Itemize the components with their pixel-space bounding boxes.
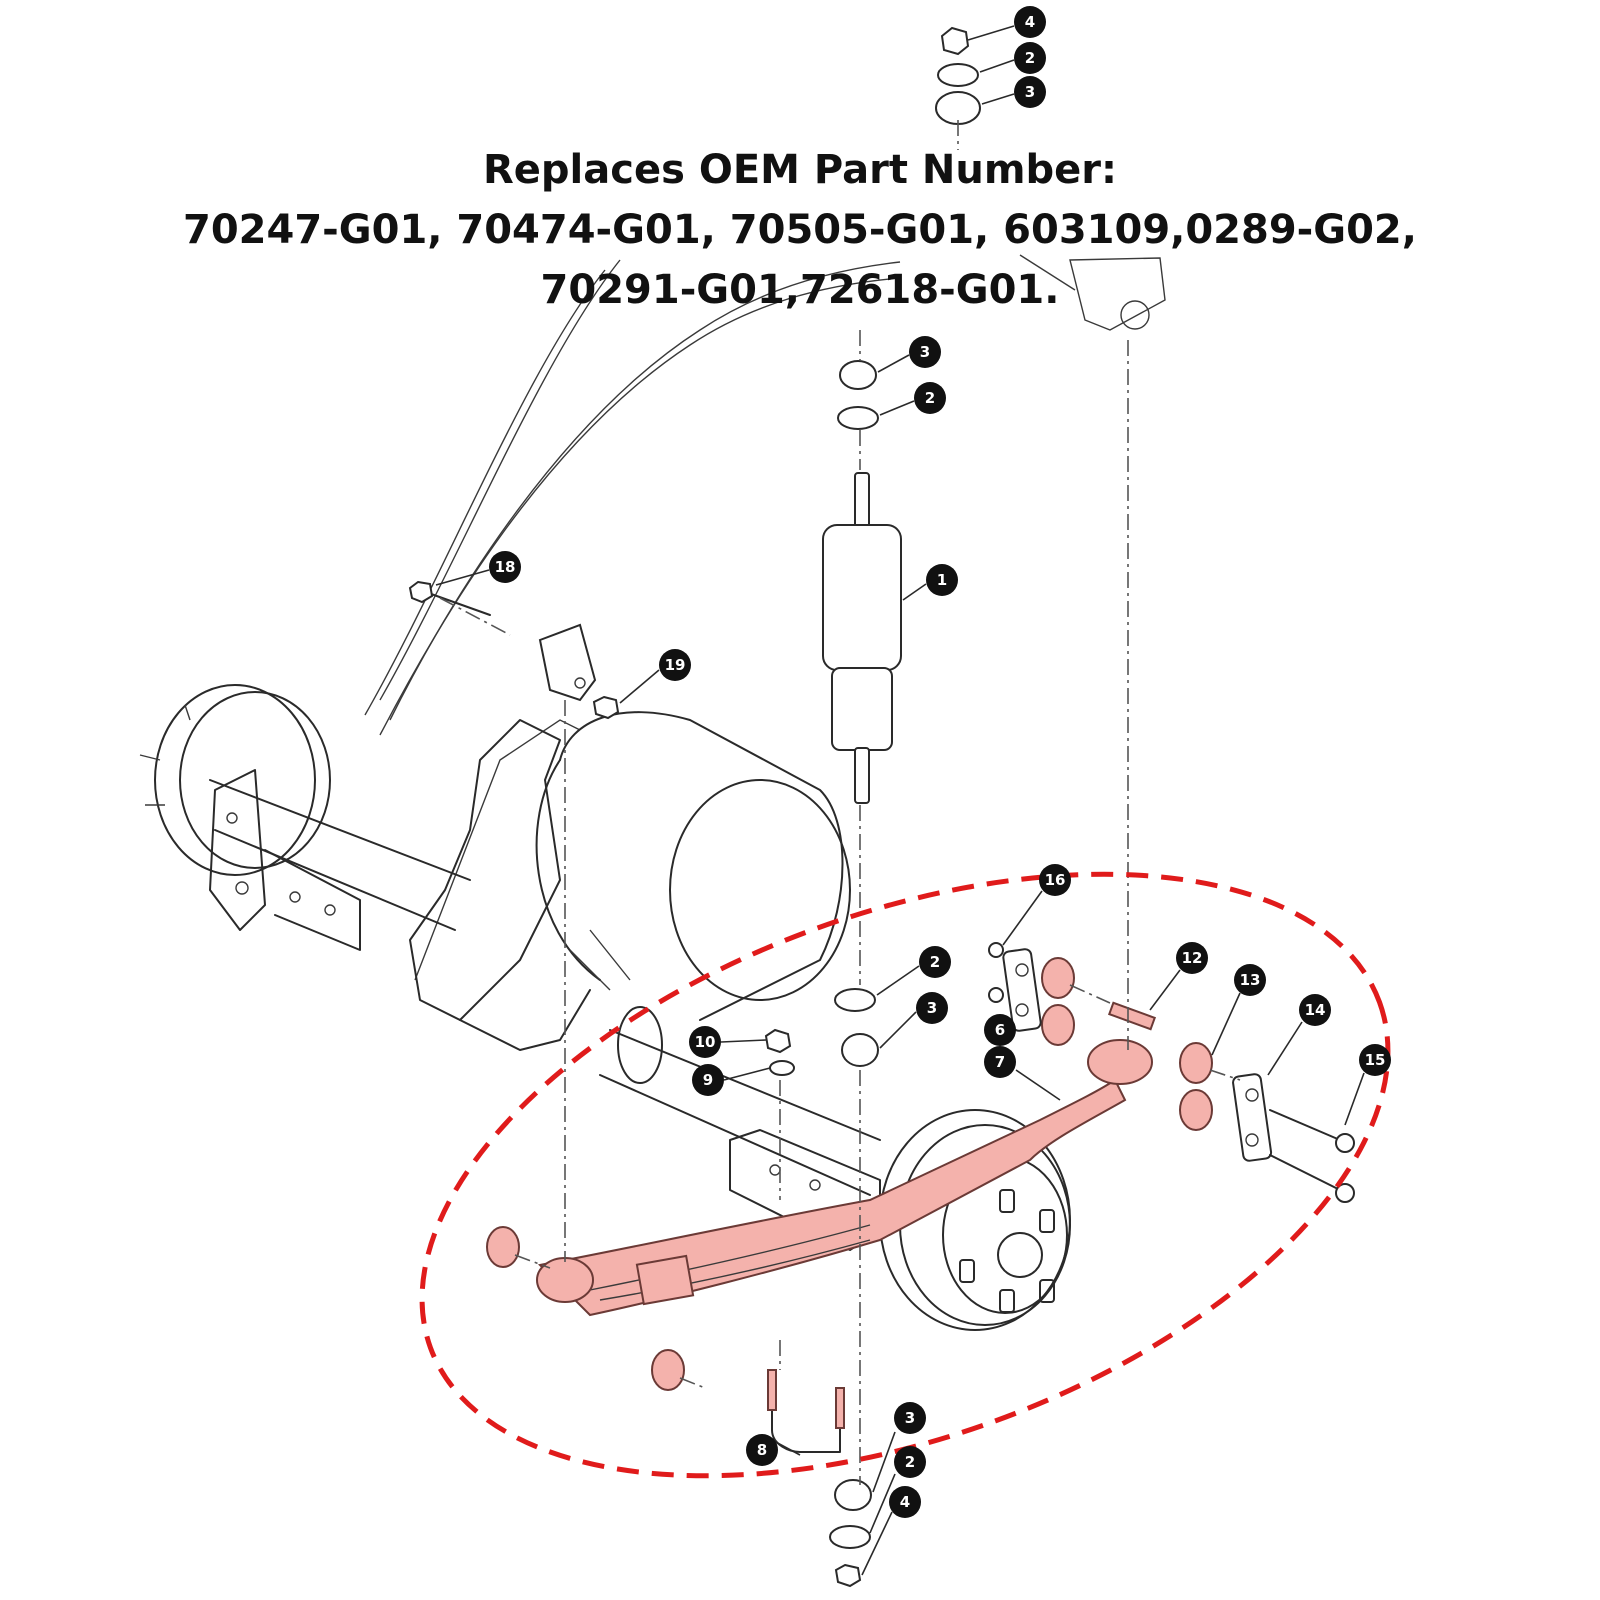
callout-10: 10 (689, 1026, 721, 1058)
callout-number: 4 (900, 1493, 910, 1511)
callout-3: 3 (916, 992, 948, 1024)
callout-number: 13 (1240, 971, 1261, 989)
callout-circle (746, 1434, 778, 1466)
callout-number: 3 (927, 999, 937, 1017)
callout-number: 6 (995, 1021, 1005, 1039)
callout-circle (889, 1486, 921, 1518)
spring-bushings (486, 957, 1213, 1391)
callout-circle (1176, 942, 1208, 974)
callout-number: 3 (1025, 83, 1035, 101)
callout-leaders (435, 25, 1365, 1576)
u-bolt (767, 1369, 845, 1453)
frame-bracket (408, 580, 620, 720)
left-brake-drum (139, 684, 361, 951)
part-numbers-line-2: 70291-G01,72618-G01. (540, 267, 1060, 313)
callout-3: 3 (894, 1402, 926, 1434)
callout-circle (1359, 1044, 1391, 1076)
callout-14: 14 (1299, 994, 1331, 1026)
callout-number: 9 (703, 1071, 713, 1089)
callout-circle (1234, 964, 1266, 996)
callout-number: 14 (1305, 1001, 1326, 1019)
callout-number: 10 (695, 1033, 716, 1051)
callout-number: 19 (665, 656, 686, 674)
differential-housing (409, 719, 631, 1051)
callout-15: 15 (1359, 1044, 1391, 1076)
shock-absorber (822, 472, 902, 804)
callout-number: 7 (995, 1053, 1005, 1071)
callout-13: 13 (1234, 964, 1266, 996)
part-callouts: 4 2 3 3 2 1 18 19 16 2 12 13 14 3 6 10 7 15 9 3 8 2 4 (489, 6, 1391, 1518)
shackle-hardware (988, 942, 1355, 1203)
callout-number: 16 (1045, 871, 1066, 889)
callout-6: 6 (984, 1014, 1016, 1046)
axle-tube (209, 779, 881, 1196)
callout-2: 2 (1014, 42, 1046, 74)
highlight-ellipse (419, 871, 1391, 1479)
callout-number: 2 (925, 389, 935, 407)
callout-4: 4 (889, 1486, 921, 1518)
callout-1: 1 (926, 564, 958, 596)
top-mount-hardware (837, 26, 981, 430)
callout-circle (916, 992, 948, 1024)
callout-2: 2 (914, 382, 946, 414)
callout-circle (894, 1446, 926, 1478)
oem-part-header: Replaces OEM Part Number: 70247-G01, 704… (0, 140, 1600, 320)
callout-number: 1 (937, 571, 947, 589)
callout-circle (909, 336, 941, 368)
callout-circle (1299, 994, 1331, 1026)
callout-circle (689, 1026, 721, 1058)
callout-circle (984, 1014, 1016, 1046)
callout-number: 8 (757, 1441, 767, 1459)
callout-19: 19 (659, 649, 691, 681)
header-title: Replaces OEM Part Number: (482, 147, 1118, 193)
callout-number: 2 (905, 1453, 915, 1471)
callout-circle (984, 1046, 1016, 1078)
callout-2: 2 (919, 946, 951, 978)
callout-number: 2 (1025, 49, 1035, 67)
callout-number: 18 (495, 558, 516, 576)
callout-number: 15 (1365, 1051, 1386, 1069)
callout-circle (919, 946, 951, 978)
callout-number: 3 (905, 1409, 915, 1427)
callout-4: 4 (1014, 6, 1046, 38)
alignment-lines (439, 120, 1241, 1485)
callout-circle (1014, 76, 1046, 108)
part-numbers-line-1: 70247-G01, 70474-G01, 70505-G01, 603109,… (183, 207, 1417, 253)
callout-circle (692, 1064, 724, 1096)
callout-circle (489, 551, 521, 583)
callout-circle (926, 564, 958, 596)
callout-number: 4 (1025, 13, 1035, 31)
callout-circle (1014, 42, 1046, 74)
callout-12: 12 (1176, 942, 1208, 974)
callout-18: 18 (489, 551, 521, 583)
motor (535, 711, 851, 1021)
callout-number: 12 (1182, 949, 1203, 967)
callout-circle (1039, 864, 1071, 896)
callout-number: 3 (920, 343, 930, 361)
callout-3: 3 (1014, 76, 1046, 108)
shackle-plates (1002, 948, 1273, 1162)
callout-3: 3 (909, 336, 941, 368)
callout-16: 16 (1039, 864, 1071, 896)
callout-number: 2 (930, 953, 940, 971)
lower-mount-hardware (764, 988, 879, 1588)
callout-8: 8 (746, 1434, 778, 1466)
callout-circle (894, 1402, 926, 1434)
callout-circle (1014, 6, 1046, 38)
callout-2: 2 (894, 1446, 926, 1478)
callout-circle (914, 382, 946, 414)
callout-circle (659, 649, 691, 681)
callout-9: 9 (692, 1064, 724, 1096)
vehicle-frame-outline (364, 254, 1166, 981)
callout-7: 7 (984, 1046, 1016, 1078)
